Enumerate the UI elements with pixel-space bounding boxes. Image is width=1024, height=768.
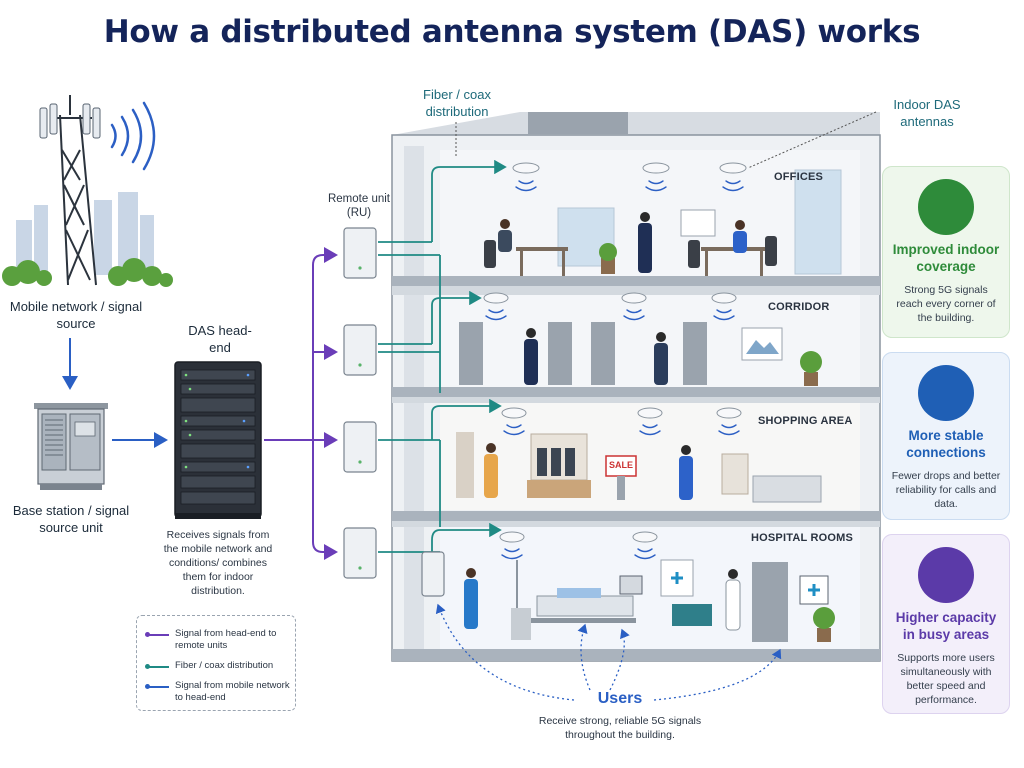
floor-label-corridor: CORRIDOR [768, 301, 830, 313]
floor-label-hospital: HOSPITAL ROOMS [751, 532, 854, 544]
office-chairs [484, 236, 777, 268]
source-label: Mobile network / signal source [9, 299, 143, 331]
hospital-room [511, 559, 829, 642]
remote-unit-label: Remote unit (RU) [327, 193, 390, 219]
corridor-picture [741, 327, 783, 361]
cell-tower-icon [50, 95, 97, 286]
das-headend-rack-icon [174, 361, 262, 519]
headend-to-ru-links [264, 247, 338, 560]
office-plant-pot [601, 258, 615, 274]
benefit-card-coverage: Improved indoor coverage Strong 5G signa… [882, 166, 1010, 338]
office-windows [557, 169, 842, 275]
benefit-card-capacity: Higher capacity in busy areas Supports m… [882, 534, 1010, 714]
tower-antenna-panels [39, 103, 101, 139]
legend-swatch [145, 664, 169, 669]
benefit-icon-circle [918, 179, 974, 235]
antenna-signal-waves [485, 180, 744, 560]
antenna-callout-line [747, 111, 877, 169]
page-title: How a distributed antenna system (DAS) w… [103, 14, 921, 50]
remote-unit-icon [343, 227, 445, 597]
corridor-people [524, 328, 668, 385]
base-station-label: Base station / signal source unit [12, 503, 130, 535]
benefit-icon-circle [918, 547, 974, 603]
legend-item-fiber: Fiber / coax distribution [145, 660, 285, 672]
fiber-coax-lines [378, 159, 507, 553]
legend-item-headend: Signal from head-end to remote units [145, 628, 285, 652]
shop-display [456, 432, 822, 503]
users-description: Receive strong, reliable 5G signals thro… [538, 715, 702, 741]
legend-item-network: Signal from mobile network to head-end [145, 680, 293, 704]
floor-label-offices: OFFICES [774, 171, 824, 183]
office-people [498, 212, 747, 273]
sale-sign-text: SALE [608, 460, 633, 470]
building [391, 112, 881, 662]
trees [2, 258, 173, 287]
legend-swatch [145, 632, 169, 637]
headend-label: DAS head-end [188, 323, 252, 355]
hospital-people [464, 568, 741, 631]
corridor-doors [459, 322, 707, 385]
office-picture [680, 209, 716, 237]
antennas-label: Indoor DAS antennas [893, 97, 961, 129]
floor-label-shopping: SHOPPING AREA [758, 415, 853, 427]
wireless-waves-icon [110, 101, 156, 171]
legend: Signal from head-end to remote units Fib… [136, 615, 296, 711]
base-station-cabinet-icon [34, 403, 108, 490]
indoor-antenna-icon [483, 162, 747, 543]
users-label: Users [597, 690, 643, 707]
benefit-card-stability: More stable connections Fewer drops and … [882, 352, 1010, 520]
legend-swatch [145, 684, 169, 689]
users-pointer-lines [435, 603, 782, 701]
fiber-label: Fiber / coax distribution [423, 87, 491, 119]
headend-description: Receives signals from the mobile network… [163, 529, 273, 597]
benefit-icon-circle [918, 365, 974, 421]
shop-people [484, 443, 693, 500]
